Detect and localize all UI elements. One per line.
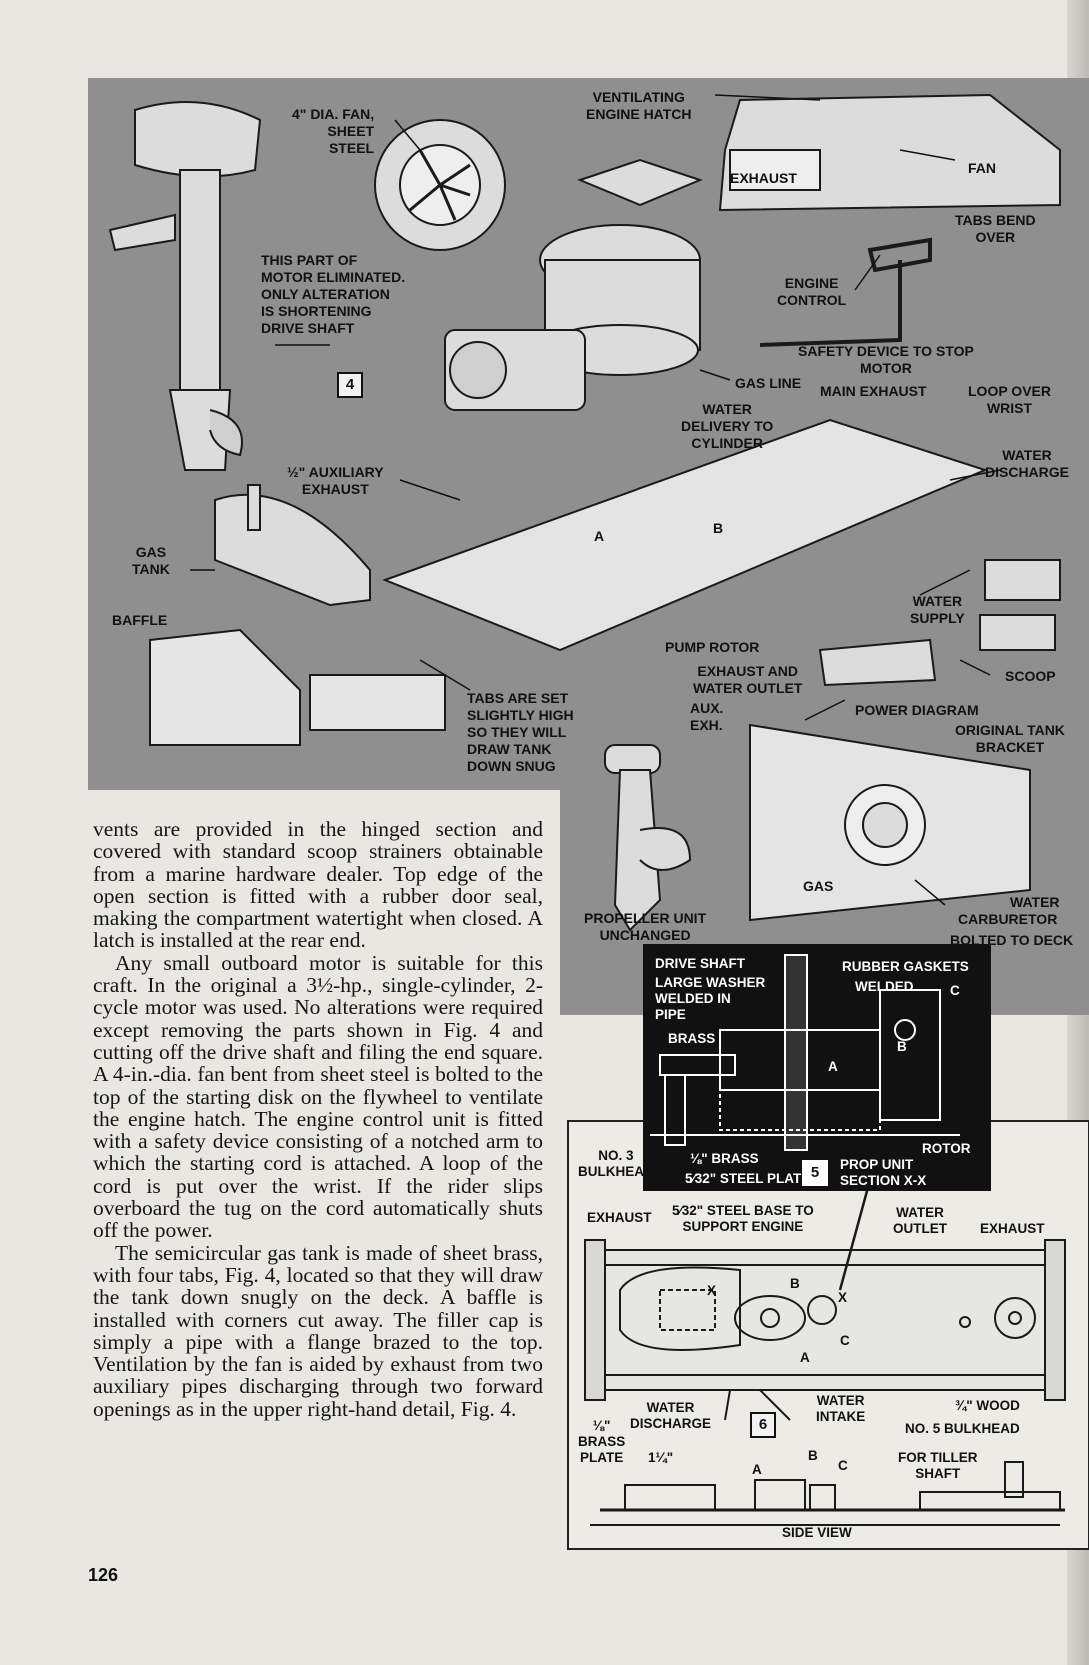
figure-5-panel bbox=[643, 944, 991, 1191]
fig6-a-label: A bbox=[800, 1350, 810, 1365]
safety-device-label: SAFETY DEVICE TO STOP MOTOR bbox=[798, 343, 974, 376]
fig5-brass-label: BRASS bbox=[668, 1031, 716, 1046]
scoop-label: SCOOP bbox=[1005, 668, 1056, 684]
aux-exh-label: AUX. EXH. bbox=[690, 700, 724, 733]
tabs-high-label: TABS ARE SET SLIGHTLY HIGH SO THEY WILL … bbox=[467, 690, 574, 774]
tabs-bend-label: TABS BEND OVER bbox=[955, 212, 1036, 245]
exhaust-outlet-drawing bbox=[818, 638, 937, 687]
drive-shaft-label: DRIVE SHAFT bbox=[655, 956, 746, 971]
fan-disc-drawing bbox=[374, 119, 506, 251]
loop-over-wrist-label: LOOP OVER WRIST bbox=[968, 383, 1051, 416]
motor-eliminated-label: THIS PART OF MOTOR ELIMINATED. ONLY ALTE… bbox=[261, 252, 406, 336]
bulkhead-3-label: No. 3 BULKHEAD bbox=[578, 1148, 654, 1179]
part-b-label: B bbox=[713, 520, 724, 536]
welded-label: WELDED bbox=[855, 979, 914, 994]
engine-control-label: ENGINE CONTROL bbox=[777, 275, 847, 308]
water-outlet-label: WATER OUTLET bbox=[893, 1205, 947, 1236]
water-discharge-label: WATER DISCHARGE bbox=[985, 447, 1070, 480]
water-intake-label: WATER INTAKE bbox=[816, 1393, 866, 1424]
baffle-drawing bbox=[149, 628, 301, 746]
pump-rotor-label: PUMP ROTOR bbox=[665, 639, 760, 655]
fig5-c-label: C bbox=[950, 983, 960, 998]
propeller-unit-drawing bbox=[604, 744, 692, 932]
fig6-b-label: B bbox=[790, 1276, 800, 1291]
side-b-label: B bbox=[808, 1448, 818, 1463]
aux-exhaust-label: ½" AUXILIARY EXHAUST bbox=[287, 464, 384, 497]
side-view-label: SIDE VIEW bbox=[782, 1525, 852, 1540]
fan-label: 4" DIA. FAN, SHEET STEEL bbox=[292, 106, 375, 156]
fig6-c-label: C bbox=[840, 1333, 850, 1348]
bulkhead-5-label: No. 5 BULKHEAD bbox=[905, 1421, 1020, 1436]
exhaust-label: EXHAUST bbox=[730, 170, 797, 186]
section-x-right-label: X bbox=[838, 1290, 848, 1305]
article-body: vents are provided in the hinged section… bbox=[93, 818, 543, 1420]
outboard-motor-drawing bbox=[108, 101, 262, 471]
original-tank-bracket-label: ORIGINAL TANK BRACKET bbox=[955, 722, 1065, 755]
fan-small-label: FAN bbox=[968, 160, 996, 176]
fig6-exhaust-right-label: EXHAUST bbox=[980, 1221, 1045, 1236]
page-number: 126 bbox=[88, 1565, 119, 1585]
power-diagram-label: POWER DIAGRAM bbox=[855, 702, 979, 718]
side-a-label: A bbox=[752, 1462, 762, 1477]
rotor-label: ROTOR bbox=[922, 1141, 971, 1156]
fig6-water-discharge-label: WATER DISCHARGE bbox=[630, 1400, 712, 1431]
tank-cutaway-drawing bbox=[309, 674, 446, 731]
tiller-label: FOR TILLER SHAFT bbox=[898, 1450, 978, 1481]
steel-plate-label: 5⁄32" STEEL PLATE bbox=[685, 1171, 811, 1186]
water-supply-label: WATER SUPPLY bbox=[910, 593, 965, 626]
brass-eighth-label: ⅛" BRASS bbox=[690, 1151, 759, 1166]
gas-tank-label: GAS TANK bbox=[132, 544, 170, 577]
figure-5-number: 5 bbox=[802, 1160, 828, 1186]
fig5-a-label: A bbox=[828, 1059, 838, 1074]
hatch-fan-drawing bbox=[577, 158, 703, 207]
rubber-gaskets-label: RUBBER GASKETS bbox=[842, 959, 969, 974]
large-washer-label: LARGE WASHER WELDED IN PIPE bbox=[655, 975, 766, 1022]
gas-line-label: GAS LINE bbox=[735, 375, 802, 391]
engine-drawing bbox=[444, 224, 701, 411]
brass-plate-label: ⅛" BRASS PLATE bbox=[578, 1418, 626, 1465]
water-delivery-label: WATER DELIVERY TO CYLINDER bbox=[681, 401, 774, 451]
main-exhaust-label: MAIN EXHAUST bbox=[820, 383, 927, 399]
paragraph-2: Any small outboard motor is suitable for… bbox=[93, 950, 543, 1243]
part-a-label: A bbox=[594, 528, 605, 544]
figure-4-number: 4 bbox=[337, 372, 363, 398]
prop-unit-label: PROP UNIT SECTION X-X bbox=[840, 1157, 927, 1188]
dimension-label: 1¼" bbox=[648, 1450, 674, 1465]
carburetor-label: CARBURETOR bbox=[958, 911, 1058, 927]
fig6-exhaust-left-label: EXHAUST bbox=[587, 1210, 652, 1225]
propeller-unit-label: PROPELLER UNIT UNCHANGED bbox=[584, 910, 707, 943]
exhaust-water-outlet-label: EXHAUST AND WATER OUTLET bbox=[693, 663, 803, 696]
fig5-b-label: B bbox=[897, 1039, 907, 1054]
side-c-label: C bbox=[838, 1458, 848, 1473]
scoop-drawing bbox=[984, 559, 1061, 601]
deck-plate-drawing bbox=[382, 418, 988, 652]
baffle-label: BAFFLE bbox=[112, 612, 168, 628]
water-label: WATER bbox=[1010, 894, 1060, 910]
gas-tank-drawing bbox=[214, 484, 371, 607]
hatch-label: VENTILATING ENGINE HATCH bbox=[586, 89, 692, 122]
wood-label: ¾" WOOD bbox=[955, 1398, 1020, 1413]
steel-base-label: 5⁄32" STEEL BASE TO SUPPORT ENGINE bbox=[672, 1203, 814, 1234]
figure-6-number: 6 bbox=[750, 1412, 776, 1438]
gas-label: GAS bbox=[803, 878, 834, 894]
paragraph-1: vents are provided in the hinged section… bbox=[93, 817, 543, 953]
paragraph-3: The semicircular gas tank is made of she… bbox=[93, 1240, 543, 1421]
section-x-left-label: X bbox=[707, 1283, 717, 1298]
